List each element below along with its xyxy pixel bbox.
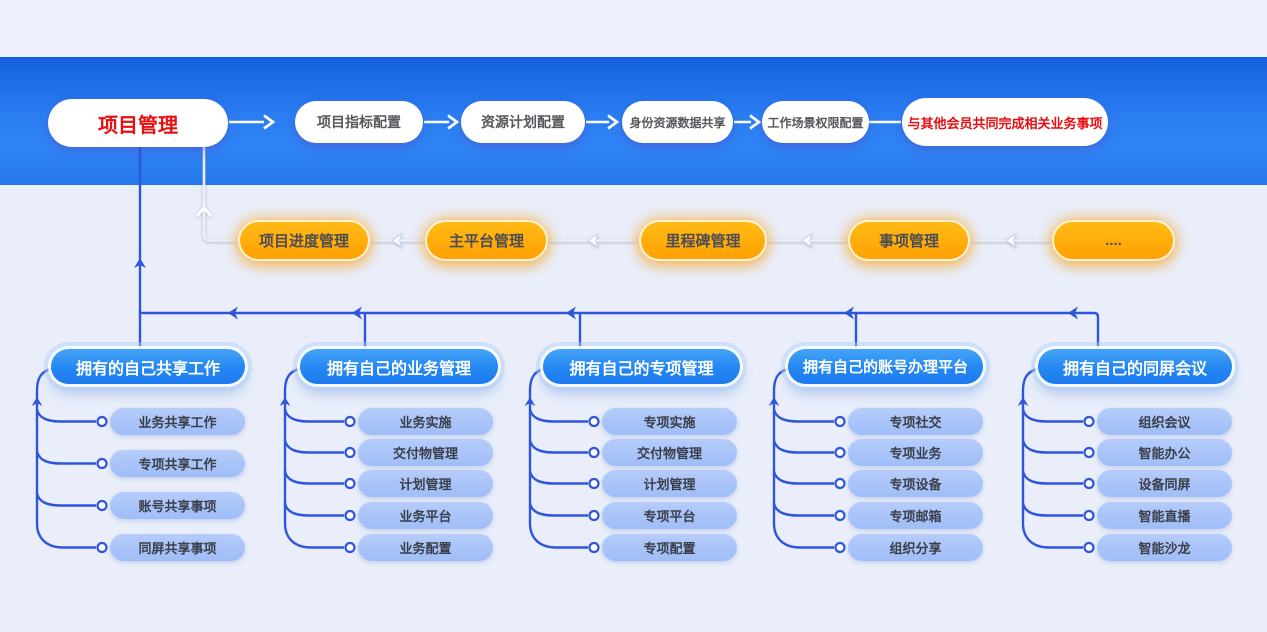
column-4-header: 拥有自己的账号办理平台: [788, 349, 983, 384]
column-1-item: 业务共享工作: [110, 408, 245, 435]
arrow-icon: [566, 306, 576, 320]
arrow-right-icon: [263, 114, 276, 130]
arrow-icon: [844, 306, 854, 320]
node-more: ....: [1052, 220, 1175, 261]
branch-dot: [344, 415, 356, 428]
blue-connectors: [31, 147, 1100, 554]
branch-dot: [834, 477, 846, 490]
arrow-up-icon: [195, 205, 213, 217]
arrow-icon: [134, 258, 146, 268]
branch-dot: [834, 541, 846, 554]
arrow-left-icon: [391, 232, 403, 249]
branch-dot: [96, 499, 108, 512]
branch-dot: [588, 415, 600, 428]
column-3-item: 交付物管理: [602, 439, 737, 466]
branch-dot: [834, 446, 846, 459]
branch-dot: [588, 477, 600, 490]
gray-connectors: [195, 147, 1051, 249]
column-3-header: 拥有自己的专项管理: [543, 349, 740, 384]
column-5-item: 智能沙龙: [1097, 534, 1232, 561]
column-5-item: 设备同屏: [1097, 470, 1232, 497]
flow-node-collaborate-with-members: 与其他会员共同完成相关业务事项: [902, 98, 1108, 146]
column-4-item: 专项设备: [848, 470, 983, 497]
arrow-right-icon: [749, 114, 762, 130]
column-3-item: 专项实施: [602, 408, 737, 435]
node-milestone-management: 里程碑管理: [639, 220, 767, 261]
arrow-icon: [524, 397, 536, 406]
branch-dot: [1083, 477, 1095, 490]
branch-dot: [834, 415, 846, 428]
arrow-icon: [1017, 397, 1029, 406]
flow-node-resource-plan-config: 资源计划配置: [461, 101, 585, 143]
arrow-left-icon: [801, 232, 813, 249]
branch-dot: [1083, 541, 1095, 554]
column-4-item: 组织分享: [848, 534, 983, 561]
column-4-item: 专项邮箱: [848, 502, 983, 529]
branch-dot: [96, 541, 108, 554]
column-4-item: 专项业务: [848, 439, 983, 466]
column-2-item: 交付物管理: [358, 439, 493, 466]
node-item-management: 事项管理: [848, 220, 970, 261]
column-4-item: 专项社交: [848, 408, 983, 435]
branch-dot: [344, 446, 356, 459]
flow-node-work-scene-permission-config: 工作场景权限配置: [762, 101, 869, 143]
flow-node-identity-resource-data-sharing: 身份资源数据共享: [622, 101, 733, 143]
column-5-item: 智能办公: [1097, 439, 1232, 466]
node-main-platform-management: 主平台管理: [425, 220, 548, 261]
arrow-icon: [352, 306, 362, 320]
column-2-item: 业务平台: [358, 502, 493, 529]
branch-dot: [1083, 509, 1095, 522]
branch-dot: [588, 446, 600, 459]
column-3-item: 专项配置: [602, 534, 737, 561]
column-2-item: 计划管理: [358, 470, 493, 497]
arrow-right-icon: [447, 114, 460, 130]
arrow-icon: [768, 397, 780, 406]
arrow-left-icon: [587, 232, 599, 249]
column-1-item: 账号共享事项: [110, 492, 245, 519]
flow-node-project-indicator-config: 项目指标配置: [295, 101, 423, 143]
arrow-left-icon: [1005, 232, 1017, 249]
column-1-item: 同屏共享事项: [110, 534, 245, 561]
branch-dot: [344, 541, 356, 554]
arrow-right-icon: [607, 114, 620, 130]
branch-dot: [96, 457, 108, 470]
arrow-icon: [1068, 306, 1078, 320]
arrow-icon: [228, 306, 238, 320]
branch-dot: [96, 415, 108, 428]
column-1-item: 专项共享工作: [110, 450, 245, 477]
column-2-header: 拥有自己的业务管理: [300, 349, 498, 384]
branch-dot: [1083, 446, 1095, 459]
branch-dot: [588, 509, 600, 522]
node-project-progress-management: 项目进度管理: [238, 220, 370, 261]
column-5-item: 智能直播: [1097, 502, 1232, 529]
branch-dot: [588, 541, 600, 554]
branch-dot: [834, 509, 846, 522]
flow-node-project-management: 项目管理: [48, 99, 228, 147]
column-5-header: 拥有自己的同屏会议: [1038, 349, 1232, 384]
arrow-icon: [279, 397, 291, 406]
branch-dot: [1083, 415, 1095, 428]
column-2-item: 业务实施: [358, 408, 493, 435]
column-5-item: 组织会议: [1097, 408, 1232, 435]
column-1-header: 拥有的自己共享工作: [51, 349, 245, 384]
branch-dot: [344, 509, 356, 522]
branch-dot: [344, 477, 356, 490]
white-flow-arrows: [229, 114, 901, 130]
column-2-item: 业务配置: [358, 534, 493, 561]
column-3-item: 计划管理: [602, 470, 737, 497]
arrow-icon: [31, 397, 43, 406]
column-3-item: 专项平台: [602, 502, 737, 529]
